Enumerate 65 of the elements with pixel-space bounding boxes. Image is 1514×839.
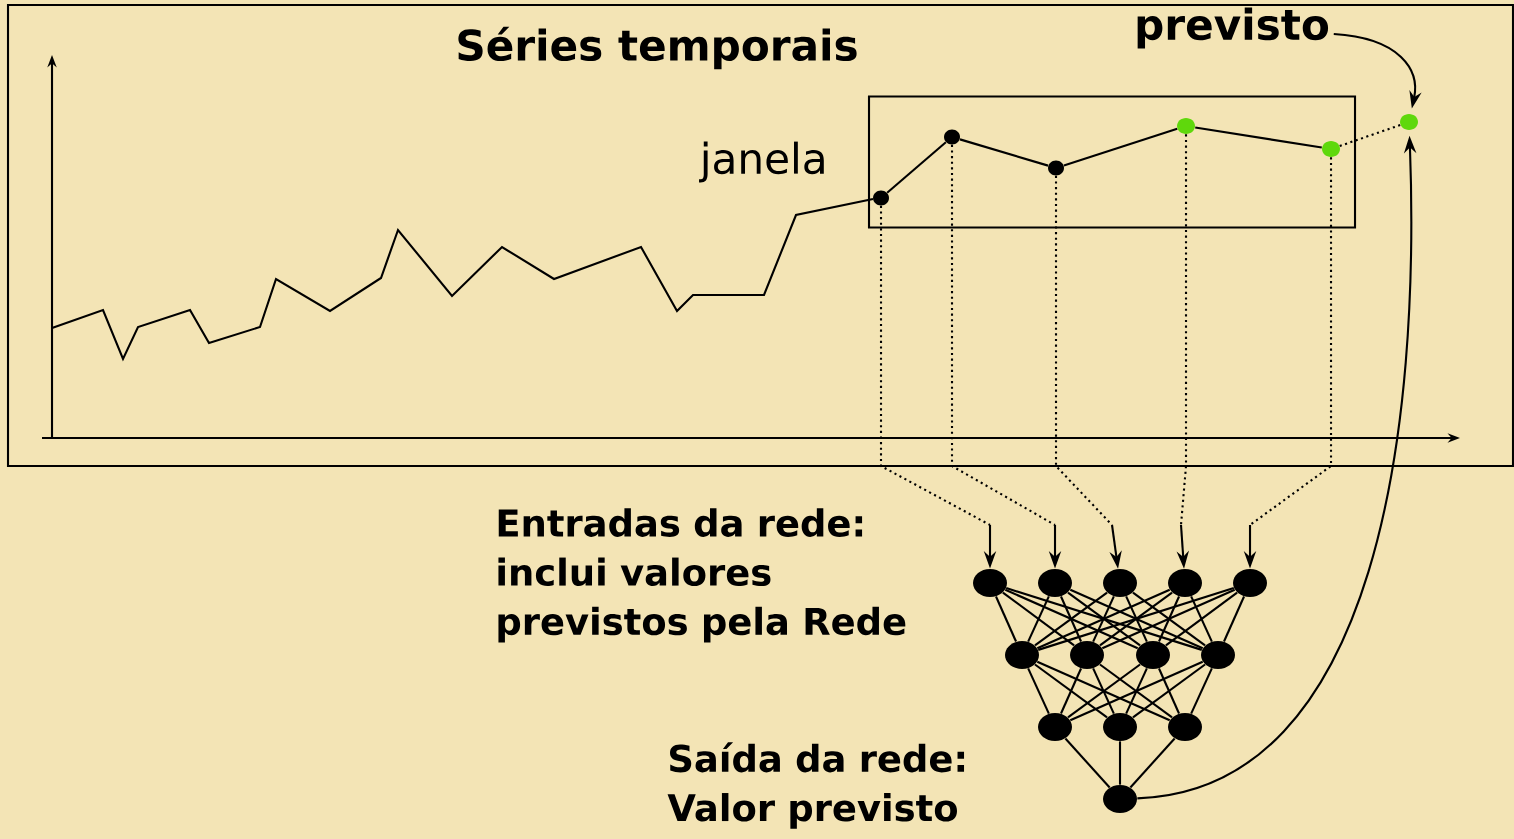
connection-line: [1064, 737, 1111, 789]
neuron: [1233, 569, 1267, 597]
connection-line: [1069, 660, 1204, 722]
connection-line: [1195, 126, 1322, 149]
dotted-line: [1339, 124, 1401, 147]
annotation-text: previsto: [1137, 7, 1329, 49]
neuron: [1038, 713, 1072, 741]
data-point: [1400, 114, 1418, 130]
data-point: [873, 190, 889, 206]
connection-line: [1118, 741, 1122, 785]
connection-line: [1027, 667, 1050, 714]
note-text: Entradas da rede: inclui valores previstos pela Rede: [498, 508, 906, 643]
connection-line: [1132, 663, 1206, 719]
neuron: [1070, 641, 1104, 669]
connection-line: [1002, 591, 1075, 647]
neuron: [1005, 641, 1039, 669]
connection-line: [1099, 663, 1173, 719]
connection-line: [1063, 127, 1178, 167]
neuron: [1103, 785, 1137, 813]
note-text: Saída da rede: Valor previsto: [667, 742, 965, 829]
connection-line: [1099, 591, 1173, 647]
data-point: [1177, 118, 1195, 134]
neuron: [1136, 641, 1170, 669]
neuron: [1038, 569, 1072, 597]
connection-line: [959, 138, 1049, 167]
connection-line: [1027, 596, 1050, 642]
connection-line: [1060, 596, 1082, 642]
neuron: [1103, 713, 1137, 741]
connection-line: [1036, 588, 1171, 650]
node-label: janela: [699, 141, 824, 183]
connection-line: [1060, 668, 1082, 714]
neuron: [1103, 569, 1137, 597]
title: Séries temporais: [458, 26, 857, 70]
connection-line: [1190, 668, 1213, 714]
connection-line: [1092, 595, 1115, 642]
connection-line: [1158, 668, 1180, 714]
connection-line: [1037, 587, 1235, 651]
connection-line: [1125, 595, 1148, 642]
connection-line: [1036, 660, 1171, 722]
connection-line: [1125, 667, 1148, 714]
connection-line: [1005, 587, 1203, 651]
connection-line: [1034, 663, 1108, 719]
connection-line: [1101, 588, 1236, 650]
connection-line: [886, 141, 947, 194]
window-box: janela: [699, 95, 1357, 229]
neuron: [973, 569, 1007, 597]
connection-line: [1223, 596, 1245, 642]
connection-line: [1067, 663, 1141, 719]
connection-line: [995, 596, 1017, 642]
connection-line: [1069, 588, 1204, 650]
neuron: [1168, 569, 1202, 597]
connection-line: [1132, 591, 1206, 647]
neuron: [1201, 641, 1235, 669]
data-point: [1048, 160, 1064, 176]
data-point: [944, 129, 960, 145]
connection-line: [1034, 591, 1108, 647]
neuron: [1168, 713, 1202, 741]
connection-line: [1004, 588, 1139, 650]
connection-line: [1158, 596, 1180, 642]
connection-line: [1092, 667, 1115, 714]
data-point: [1322, 141, 1340, 157]
connection-line: [1067, 591, 1141, 647]
connection-line: [1190, 595, 1213, 642]
connection-line: [1129, 737, 1176, 789]
connection-line: [1165, 591, 1238, 647]
